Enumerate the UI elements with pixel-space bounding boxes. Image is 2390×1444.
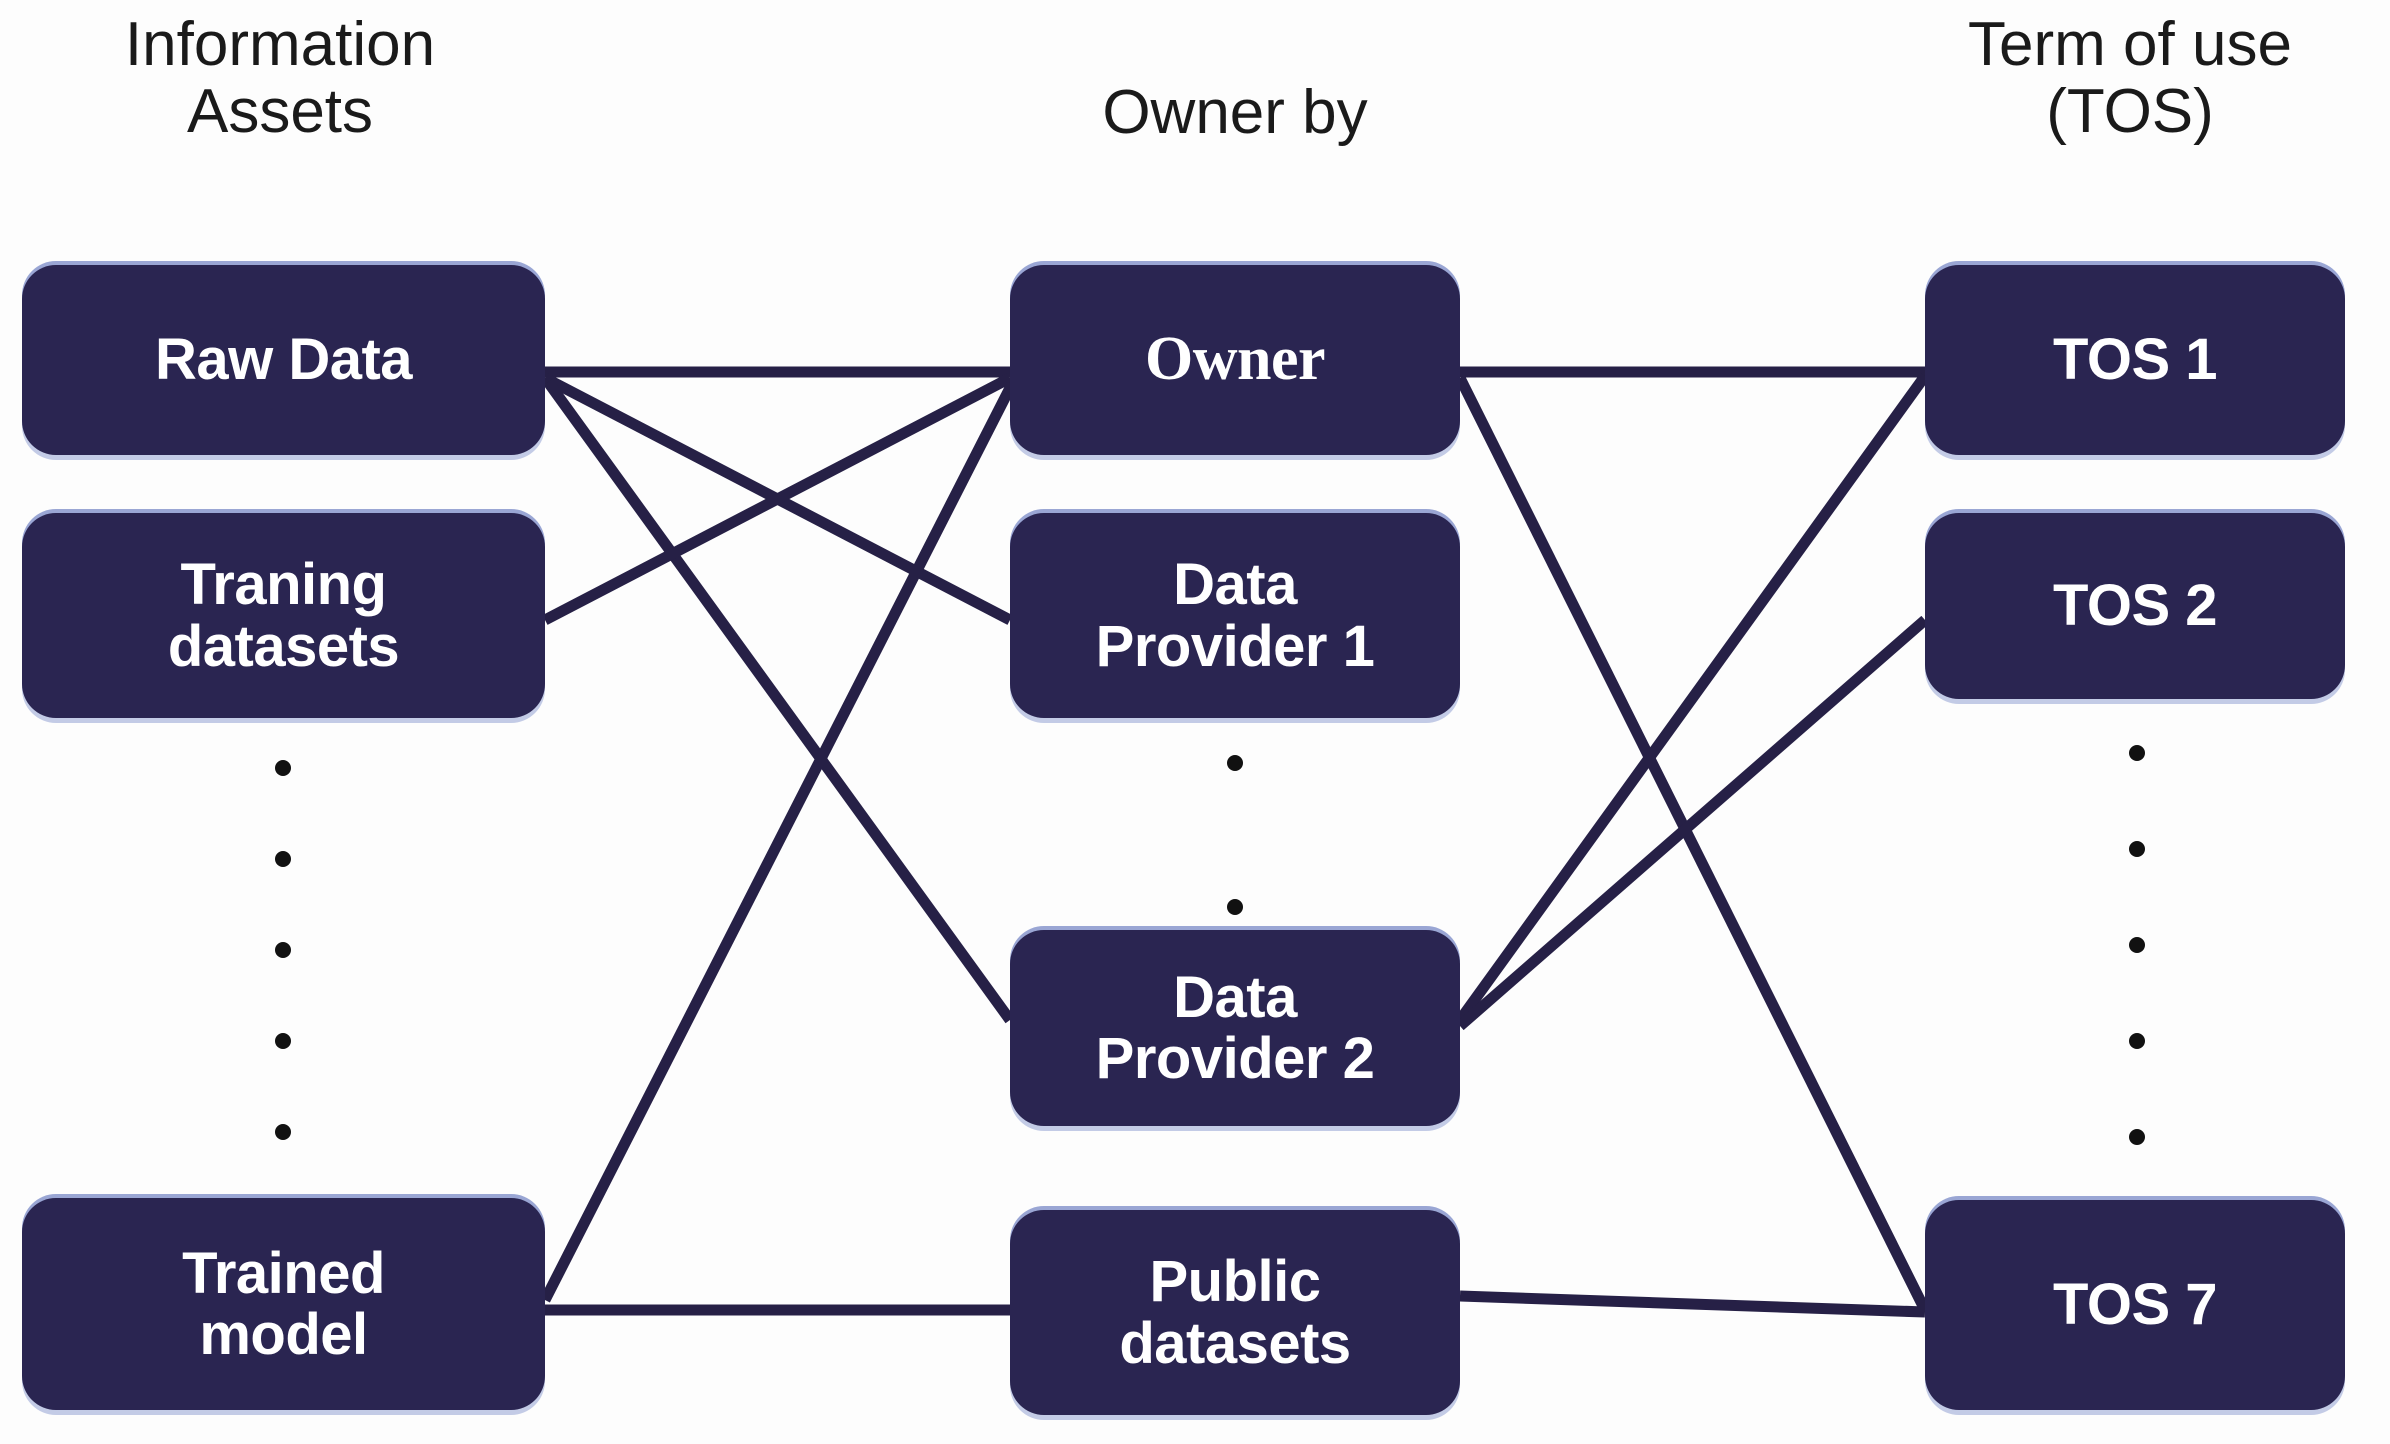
node-tos-7[interactable]: TOS 7 <box>1925 1200 2345 1410</box>
ellipsis-dot <box>275 942 291 958</box>
ellipsis-dot <box>2129 745 2145 761</box>
edge-data-provider-2-to-tos-2 <box>1456 615 1929 1031</box>
ellipsis-dot <box>2129 1033 2145 1049</box>
ellipsis-dot <box>275 1033 291 1049</box>
node-traning-datasets[interactable]: Traning datasets <box>22 513 545 718</box>
ellipsis-dot <box>1227 755 1243 771</box>
ellipsis-dot <box>2129 1129 2145 1145</box>
edge-raw-data-to-data-provider-1 <box>542 373 1013 625</box>
edge-raw-data-to-data-provider-2 <box>543 378 1015 1024</box>
ellipsis-dot <box>1227 899 1243 915</box>
ellipsis-dot <box>275 760 291 776</box>
node-trained-model[interactable]: Trained model <box>22 1198 545 1410</box>
column-header-term-of-use: Term of use (TOS) <box>1968 10 2292 146</box>
node-data-provider-1[interactable]: Data Provider 1 <box>1010 513 1460 718</box>
column-header-owner-by: Owner by <box>1102 78 1368 147</box>
ellipsis-dot <box>275 1124 291 1140</box>
edge-traning-datasets-to-owner <box>542 373 1013 625</box>
ellipsis-dots-left <box>268 760 298 1140</box>
node-raw-data[interactable]: Raw Data <box>22 265 545 455</box>
edge-owner-to-tos-7 <box>1455 375 1930 1313</box>
ellipsis-dot <box>275 851 291 867</box>
node-data-provider-2[interactable]: Data Provider 2 <box>1010 930 1460 1126</box>
ellipsis-dots-middle <box>1220 755 1250 915</box>
node-public-datasets[interactable]: Public datasets <box>1010 1210 1460 1415</box>
ellipsis-dots-right <box>2122 745 2152 1145</box>
edge-public-datasets-to-tos-7 <box>1459 1290 1926 1318</box>
edge-trained-model-to-owner <box>540 381 1017 1303</box>
node-tos-2[interactable]: TOS 2 <box>1925 513 2345 699</box>
node-owner[interactable]: Owner <box>1010 265 1460 455</box>
ellipsis-dot <box>2129 841 2145 857</box>
edge-data-provider-2-to-tos-1 <box>1455 372 1930 1024</box>
ellipsis-dot <box>2129 937 2145 953</box>
column-header-information-assets: Information Assets <box>124 10 436 146</box>
node-tos-1[interactable]: TOS 1 <box>1925 265 2345 455</box>
